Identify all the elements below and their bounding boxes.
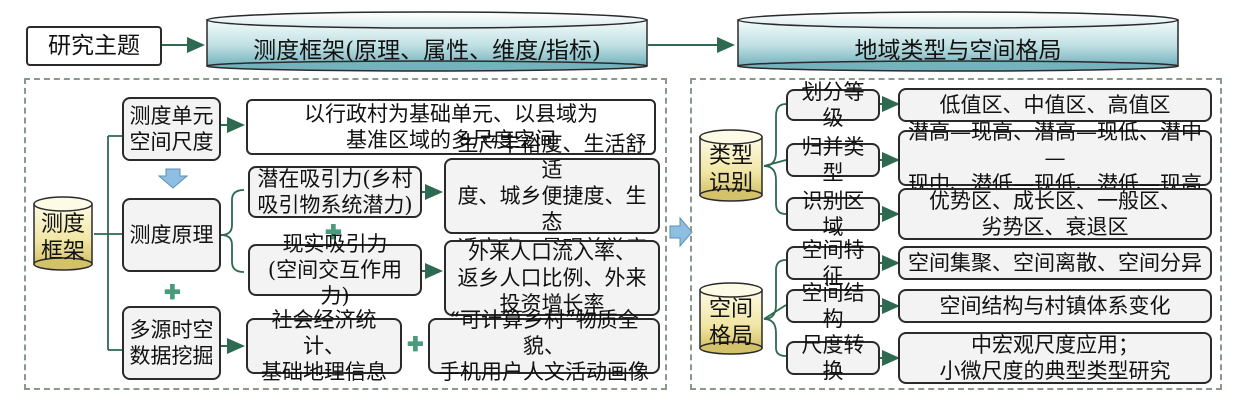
grade-box: 划分等级: [786, 80, 880, 130]
core-label: 测度 框架: [40, 212, 85, 264]
right-panel: [690, 78, 1222, 390]
data-box: 多源时空 数据挖掘: [122, 306, 221, 380]
plus-icon: ✚: [164, 280, 181, 304]
potential-desc-box: 生产丰裕度、生活舒适 度、城乡便捷度、生态 适宜度、景观美誉度: [444, 132, 660, 260]
actual-desc-box: 外来人口流入率、 返乡人口比例、外来 投资增长率: [444, 240, 660, 316]
scale-box: 尺度转换: [786, 333, 880, 383]
type-label: 类型 识别: [708, 144, 753, 196]
plus-icon: ✚: [325, 220, 342, 244]
data-stat-box: 社会经济统计、 基础地理信息: [246, 308, 402, 384]
feature-box: 空间特征: [786, 238, 880, 288]
pattern-cylinder-shape: [737, 11, 1179, 72]
framework-label: 测度框架(原理、属性、维度/指标): [253, 38, 601, 64]
left-panel: [24, 78, 667, 390]
type-cylinder-shape: [699, 129, 763, 202]
core-cylinder: 测度 框架: [34, 204, 92, 270]
identify-box: 识别区域: [786, 189, 880, 239]
structure-desc-box: 空间结构与村镇体系变化: [898, 289, 1212, 323]
unit-box: 测度单元 空间尺度: [122, 97, 221, 161]
structure-box: 空间结构: [786, 281, 880, 331]
potential-box: 潜在吸引力(乡村 吸引物系统潜力): [248, 166, 422, 218]
scale-desc-box: 中宏观尺度应用； 小微尺度的典型类型研究: [898, 332, 1212, 384]
space-label: 空间 格局: [708, 297, 753, 349]
type-cylinder: 类型 识别: [700, 137, 762, 201]
core-cylinder-shape: [33, 196, 93, 271]
framework-cylinder: 测度框架(原理、属性、维度/指标): [207, 20, 647, 70]
space-cylinder: 空间 格局: [700, 290, 762, 354]
plus-icon: ✚: [407, 332, 424, 356]
merge-box: 归并类型: [786, 135, 880, 185]
pattern-cylinder: 地域类型与空间格局: [738, 20, 1178, 70]
space-cylinder-shape: [699, 282, 763, 355]
identify-desc-box: 优势区、成长区、一般区、 劣势区、衰退区: [898, 188, 1212, 240]
pattern-label: 地域类型与空间格局: [854, 38, 1062, 64]
feature-desc-box: 空间集聚、空间离散、空间分异: [898, 246, 1212, 280]
topic-box: 研究主题: [26, 26, 162, 66]
actual-box: 现实吸引力 (空间交互作用力): [248, 232, 422, 308]
unit-desc-box: 以行政村为基础单元、以县域为 基准区域的多尺度空间: [246, 99, 656, 155]
framework-cylinder-shape: [206, 11, 648, 72]
data-comp-box: “可计算乡村”物质全貌、 手机用户人文活动画像: [428, 308, 660, 384]
merge-desc-box: 潜高—现高、潜高—现低、潜中— 现中、潜低—现低、潜低—现高: [898, 120, 1212, 196]
grade-desc-box: 低值区、中值区、高值区: [898, 88, 1212, 122]
principle-box: 测度原理: [122, 198, 221, 272]
